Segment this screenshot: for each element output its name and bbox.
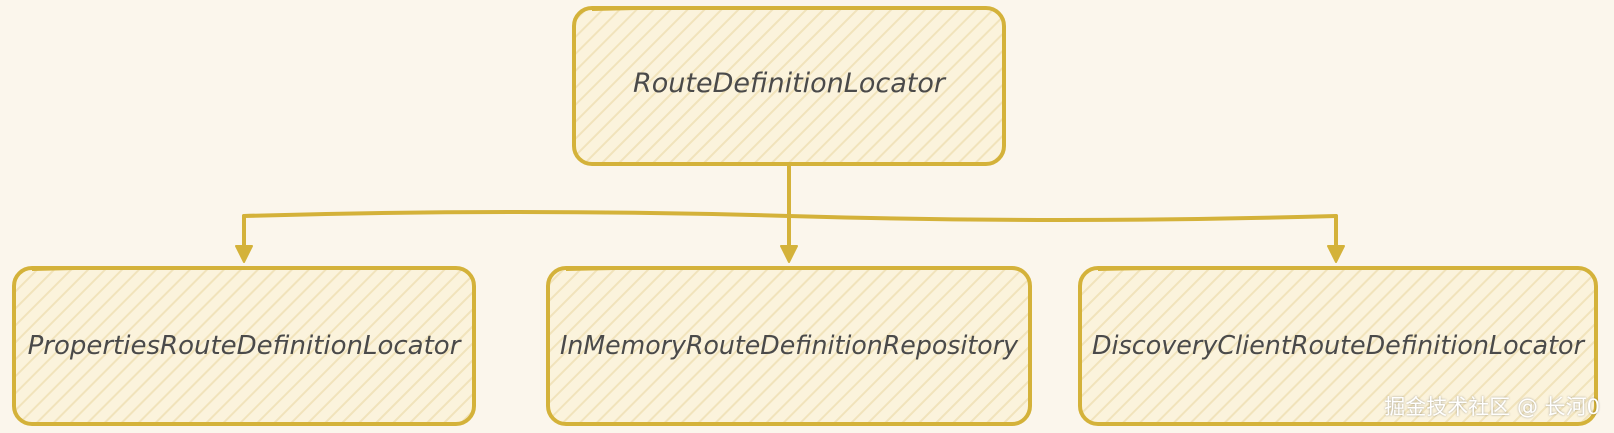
arrowheads (235, 245, 1345, 263)
node-root: RouteDefinitionLocator (572, 6, 1006, 166)
node-child-2-sketch-line (565, 266, 1013, 271)
node-child-1-sketch-line (31, 266, 457, 271)
arrowhead-child-3 (1327, 245, 1345, 263)
watermark: 掘金技术社区 @ 长河0 (1384, 395, 1600, 419)
node-child-3-sketch-line (1097, 266, 1579, 271)
node-root-label: RouteDefinitionLocator (633, 68, 947, 99)
arrowhead-child-1 (235, 245, 253, 263)
node-child-1-label: PropertiesRouteDefinitionLocator (28, 331, 463, 361)
node-child-2: InMemoryRouteDefinitionRepository (546, 266, 1032, 426)
node-child-2-label: InMemoryRouteDefinitionRepository (560, 331, 1019, 361)
node-child-3-label: DiscoveryClientRouteDefinitionLocator (1092, 331, 1586, 361)
node-child-1: PropertiesRouteDefinitionLocator (12, 266, 476, 426)
arrowhead-child-2 (780, 245, 798, 263)
node-child-3: DiscoveryClientRouteDefinitionLocator (1078, 266, 1598, 426)
connectors (242, 164, 1338, 254)
node-root-sketch-line (591, 6, 987, 11)
